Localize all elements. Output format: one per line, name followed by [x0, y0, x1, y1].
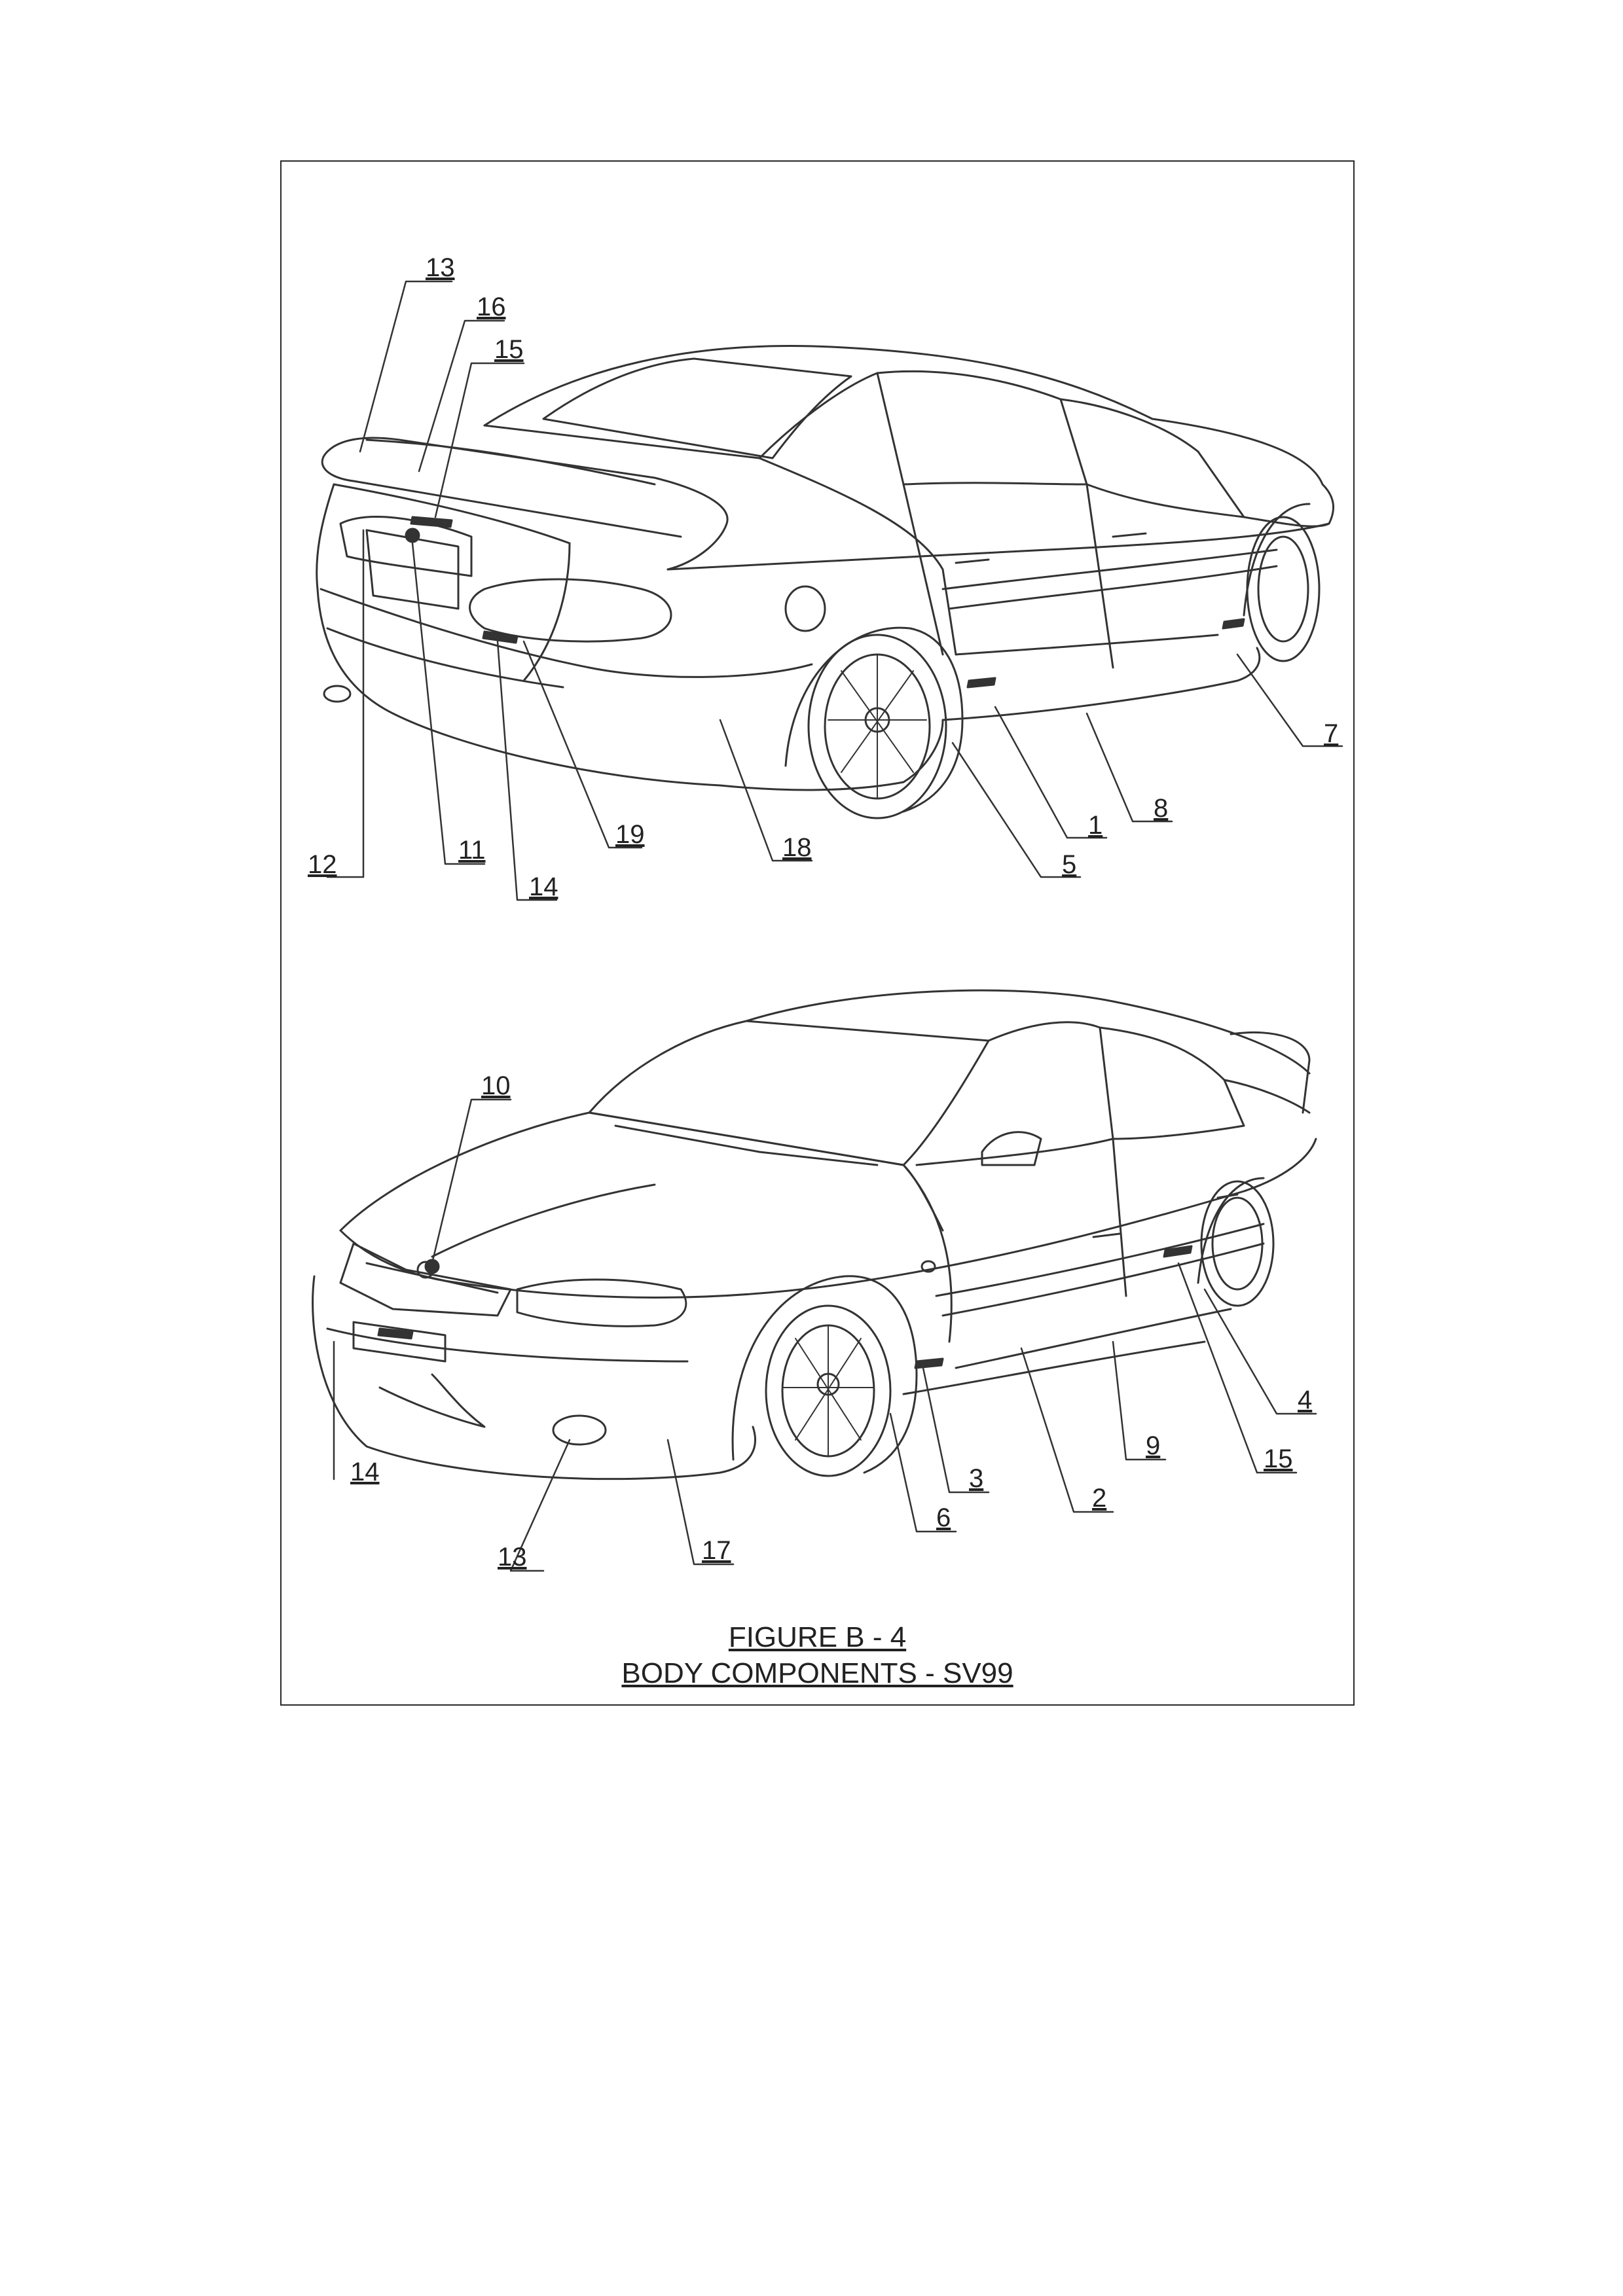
- callout-7: 7: [1324, 719, 1338, 748]
- callout-numbers: 13 16 15 12 11 14 19 18 5 1 8 7 10 14 13…: [308, 253, 1338, 1571]
- front-view-leaders: [334, 1100, 1316, 1571]
- callout-6: 6: [936, 1503, 951, 1532]
- callout-9: 9: [1146, 1431, 1160, 1460]
- callout-15-rear: 15: [494, 335, 524, 364]
- callout-15-front: 15: [1264, 1444, 1293, 1473]
- callout-11: 11: [458, 836, 486, 865]
- callout-19: 19: [615, 820, 645, 849]
- callout-16: 16: [477, 293, 506, 321]
- callout-13-front: 13: [498, 1543, 527, 1571]
- rear-view-car: [317, 346, 1334, 819]
- front-view-car: [313, 990, 1316, 1479]
- callout-12: 12: [308, 850, 337, 879]
- callout-14-front: 14: [350, 1458, 380, 1486]
- callout-13-rear: 13: [426, 253, 455, 282]
- callout-14-rear: 14: [529, 872, 558, 901]
- callout-10: 10: [481, 1071, 511, 1100]
- callout-5: 5: [1062, 850, 1076, 879]
- callout-8: 8: [1154, 794, 1168, 823]
- callout-3: 3: [969, 1464, 983, 1493]
- callout-4: 4: [1298, 1386, 1312, 1414]
- callout-17: 17: [702, 1536, 731, 1565]
- callout-2: 2: [1092, 1484, 1106, 1513]
- callout-18: 18: [782, 833, 812, 862]
- callout-1: 1: [1088, 811, 1103, 840]
